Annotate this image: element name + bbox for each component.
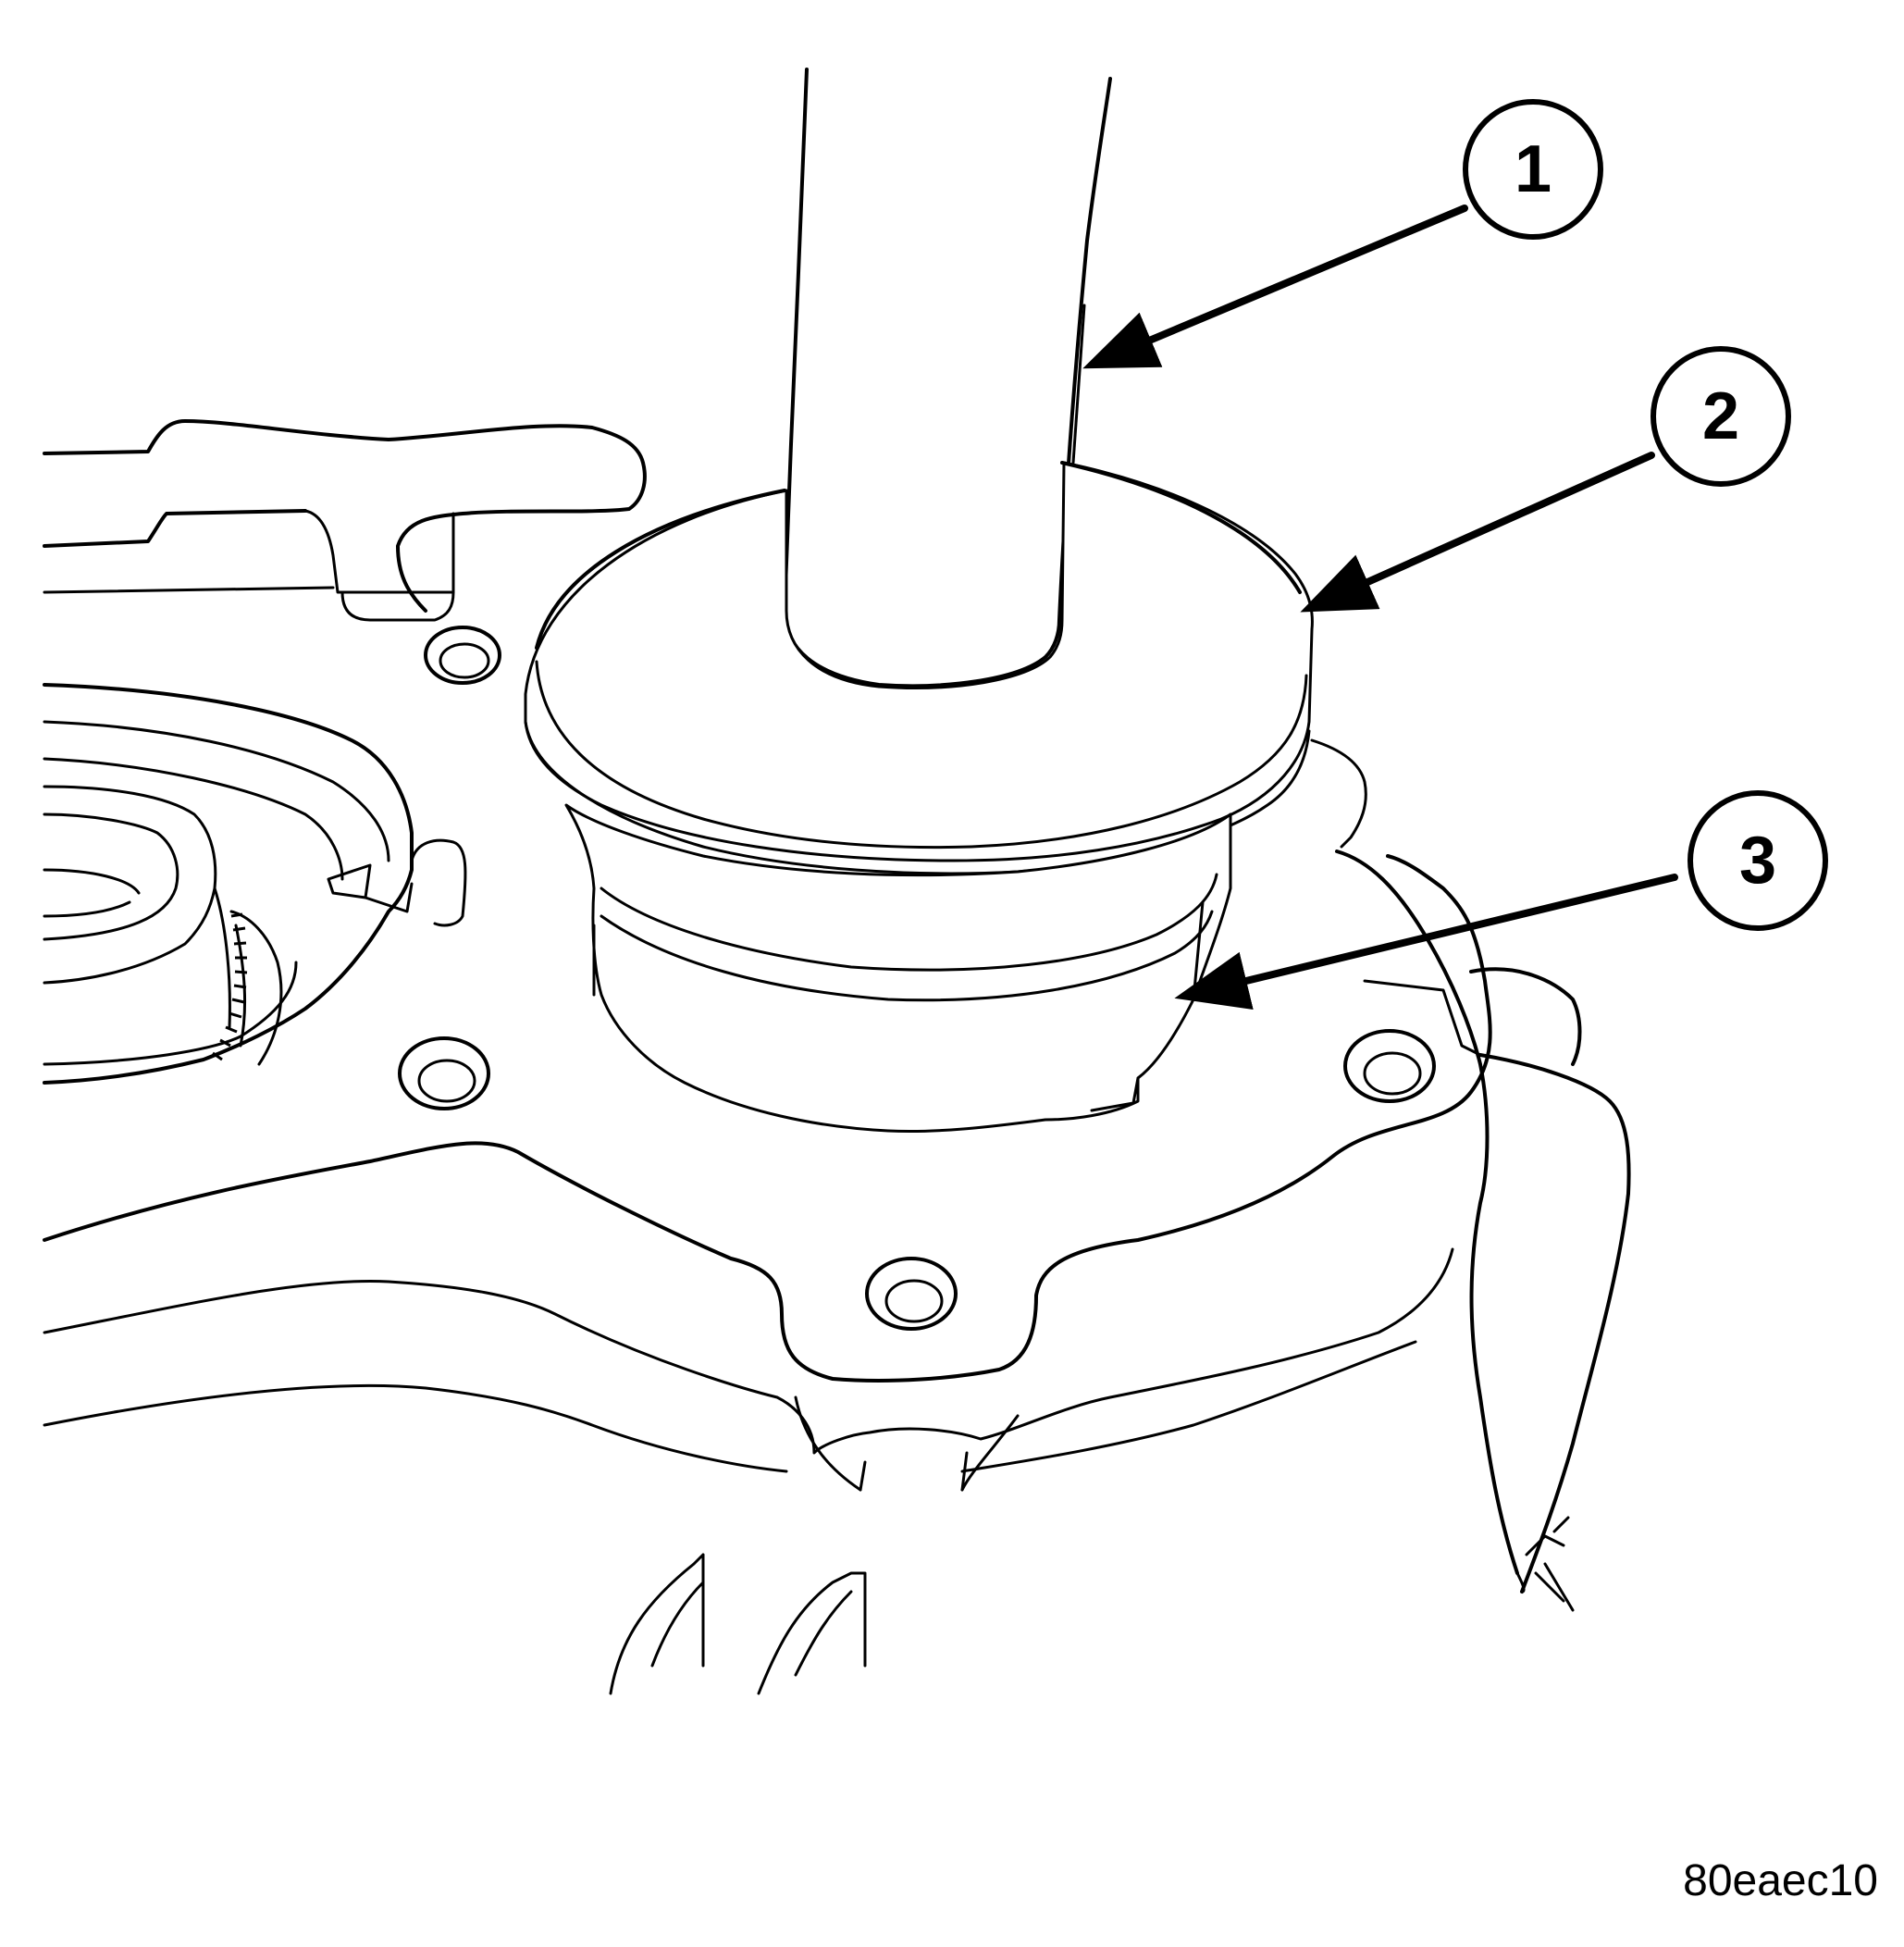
callout-arrow-2 [1300, 452, 1655, 613]
callout-arrow-3 [1174, 874, 1678, 1011]
callout-3: 3 [1688, 790, 1828, 931]
bolt-hole-upper [424, 626, 501, 685]
callout-3-label: 3 [1739, 824, 1776, 898]
bolt-hole-left [398, 1036, 490, 1110]
bolt-hole-bottom [865, 1257, 958, 1331]
callout-arrow-1 [1082, 205, 1468, 369]
callout-2-label: 2 [1702, 379, 1739, 453]
callout-1: 1 [1463, 99, 1603, 240]
housing-right-side [1310, 738, 1631, 1612]
installer-head [524, 461, 1314, 875]
callout-1-label: 1 [1515, 132, 1552, 206]
figure-id: 80eaec10 [1683, 1856, 1878, 1905]
callout-arrows [1082, 205, 1678, 1011]
installer-body [564, 803, 1232, 1134]
bolt-hole-right [1343, 1029, 1436, 1103]
gear-bearing-assembly [43, 683, 467, 1085]
bracket-arm [43, 419, 647, 622]
installer-handle [783, 68, 1112, 688]
callout-2: 2 [1651, 346, 1791, 487]
housing [43, 854, 1492, 1695]
